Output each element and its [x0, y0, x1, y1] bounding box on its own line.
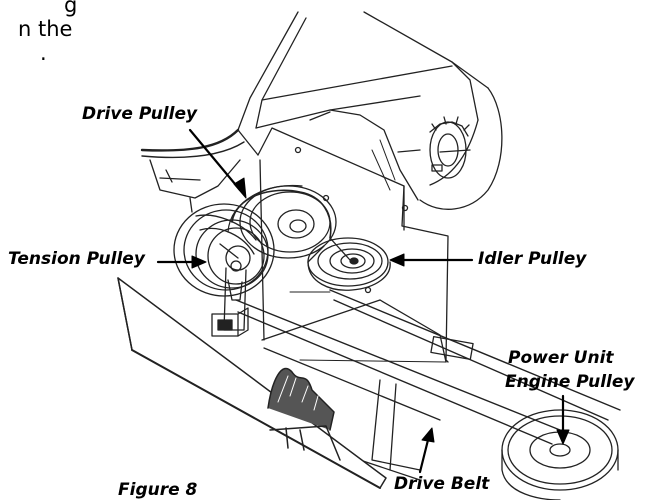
engine-pulley	[501, 409, 619, 500]
body-text-line-2: n the	[18, 17, 73, 41]
label-idler-pulley: Idler Pulley	[478, 249, 587, 269]
frame-plate	[257, 127, 449, 363]
sprocket-assembly	[397, 116, 471, 179]
belt-upper-loop	[227, 184, 351, 263]
callout-arrows	[156, 128, 570, 474]
tension-pulley	[173, 203, 275, 297]
body-text-line-1: g	[64, 0, 78, 17]
belt-guard	[117, 277, 387, 489]
arrow-drive-pulley	[188, 128, 247, 199]
arrow-engine-pulley	[556, 394, 570, 445]
label-power-unit: Power Unit	[508, 348, 614, 368]
arrow-drive-belt	[418, 427, 435, 474]
label-drive-pulley: Drive Pulley	[82, 104, 198, 124]
label-tension-pulley: Tension Pulley	[8, 249, 145, 269]
label-drive-belt: Drive Belt	[394, 474, 490, 494]
arrow-idler-pulley	[389, 253, 474, 267]
label-engine-pulley: Engine Pulley	[505, 372, 635, 392]
frame-channel	[261, 299, 474, 481]
body-text-line-3: .	[40, 41, 47, 65]
idler-pulley	[307, 237, 391, 291]
arrow-tension-pulley	[156, 255, 207, 269]
hopper-chute	[140, 128, 245, 213]
auger-housing	[237, 11, 503, 210]
figure-caption: Figure 8	[118, 480, 198, 500]
drive-belt	[235, 289, 621, 445]
